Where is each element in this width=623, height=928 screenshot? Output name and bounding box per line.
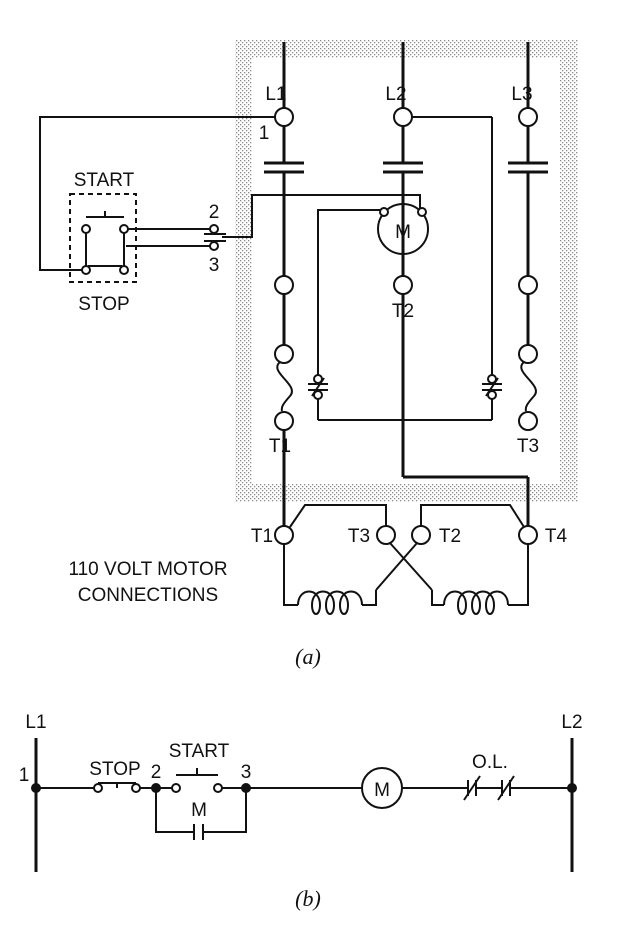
coil-label-b: M — [374, 780, 390, 801]
note-line-2: CONNECTIONS — [78, 585, 218, 606]
contactor-coil: M — [377, 203, 429, 255]
label-seal-in-m: M — [191, 800, 207, 821]
label-t3-top: T3 — [517, 436, 539, 457]
label-l2: L2 — [385, 84, 406, 105]
diagram-a-labels: L1 L2 L3 1 2 3 T2 T1 T3 — [209, 84, 539, 457]
label-start-b: START — [169, 741, 230, 762]
line-l3-circuit — [508, 42, 548, 431]
overload-contact-right — [482, 374, 502, 400]
label-t1-top: T1 — [269, 436, 291, 457]
label-aux-2: 2 — [209, 202, 220, 223]
note-line-1: 110 VOLT MOTOR — [68, 559, 227, 580]
label-rail-l2: L2 — [561, 712, 582, 733]
wiring-diagram-a: M START STOP L1 L2 L3 1 2 3 T2 T1 — [39, 40, 578, 669]
start-stop-station: START STOP — [69, 170, 137, 315]
stop-button — [93, 782, 141, 793]
label-stop-b: STOP — [89, 759, 140, 780]
overload-contact-left — [308, 374, 328, 400]
coil-label: M — [395, 222, 411, 243]
label-wire-1: 1 — [19, 765, 30, 786]
line-l1-circuit — [264, 42, 304, 528]
label-wire-2: 2 — [151, 762, 162, 783]
label-terminal-1: 1 — [259, 123, 270, 144]
label-wire-3: 3 — [241, 762, 252, 783]
line-l2-circuit — [383, 42, 530, 528]
label-t2-top: T2 — [392, 301, 414, 322]
start-button — [171, 768, 223, 793]
label-l1: L1 — [265, 84, 286, 105]
motor-windings: T1 T3 T2 T4 — [251, 504, 568, 615]
seal-in-contact — [155, 788, 247, 840]
caption-a: (a) — [295, 644, 321, 669]
start-label: START — [74, 170, 135, 191]
auxiliary-contact — [204, 224, 226, 251]
overload-contacts — [463, 775, 572, 801]
label-motor-t2: T2 — [439, 526, 461, 547]
stop-label: STOP — [78, 294, 129, 315]
label-overload: O.L. — [472, 752, 508, 773]
label-rail-l1: L1 — [25, 712, 46, 733]
ladder-diagram-b: M L1 L2 1 2 3 STOP START M O.L. (b) — [19, 712, 583, 911]
label-motor-t4: T4 — [545, 526, 568, 547]
label-l3: L3 — [511, 84, 532, 105]
motor-coil-b: M — [361, 767, 403, 809]
control-wiring — [39, 116, 493, 421]
label-aux-3: 3 — [209, 255, 220, 276]
caption-b: (b) — [295, 886, 321, 911]
label-motor-t1: T1 — [251, 526, 273, 547]
label-motor-t3: T3 — [348, 526, 370, 547]
